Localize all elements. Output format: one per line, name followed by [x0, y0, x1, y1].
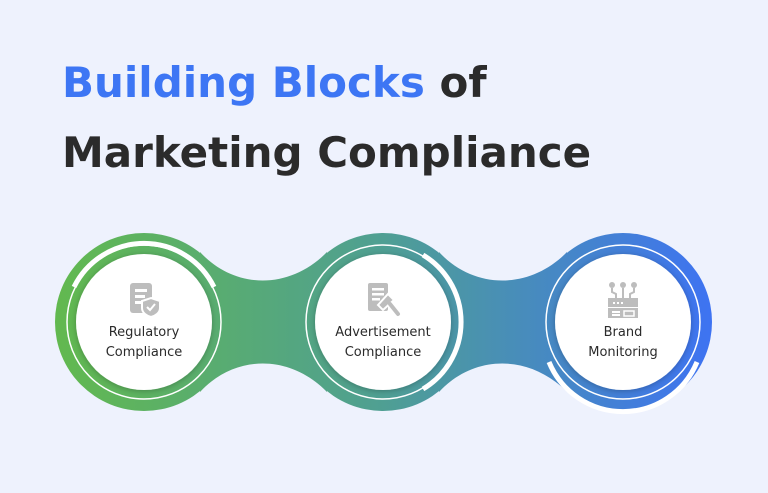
arc-accent-3: [546, 361, 700, 415]
arc-accent-1: [71, 240, 217, 289]
title-rest: of: [424, 58, 487, 107]
page-title: Building Blocks of Marketing Compliance: [62, 48, 591, 188]
title-highlight: Building Blocks: [62, 58, 425, 107]
title-line-2: Marketing Compliance: [62, 128, 592, 177]
document-shield-icon: [130, 283, 161, 319]
arc-accent-2: [421, 252, 464, 392]
network-server-icon: [608, 282, 638, 318]
document-megaphone-icon: [368, 283, 400, 316]
title-line-1: Building Blocks of: [62, 48, 591, 118]
